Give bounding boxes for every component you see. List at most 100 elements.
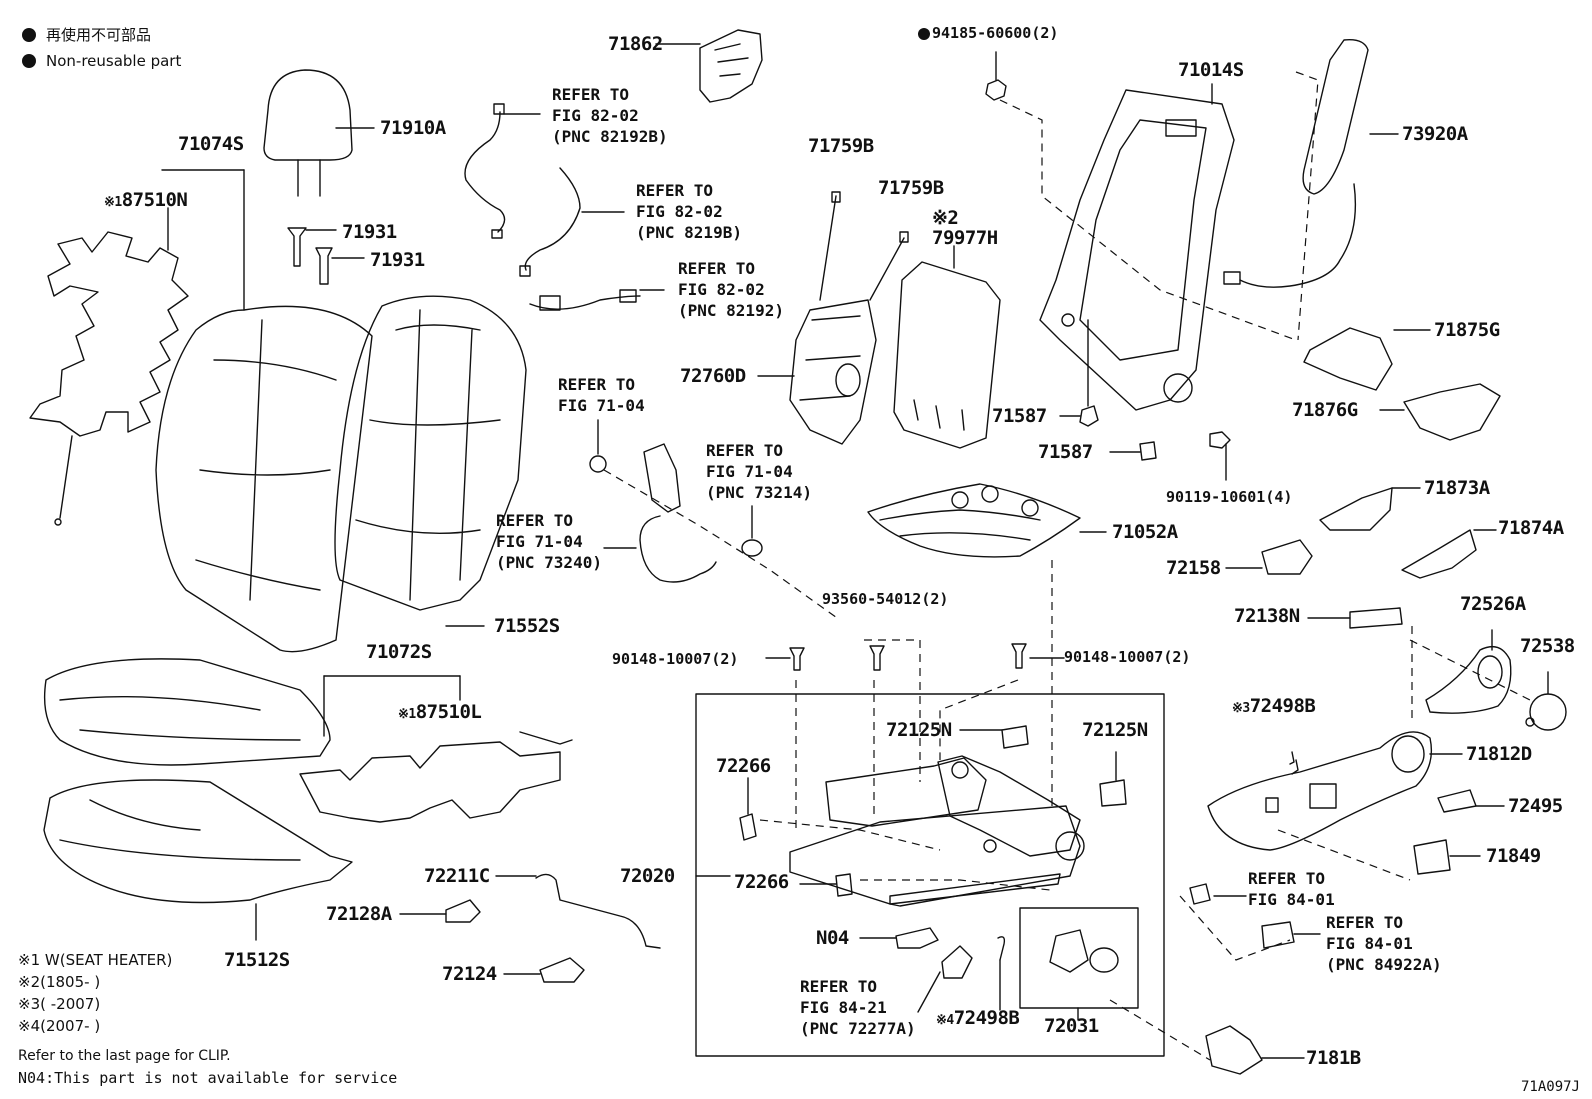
part-72495[interactable]: 72495 — [1508, 795, 1563, 817]
refer-fig-84-21-72277A[interactable]: REFER TO FIG 84-21 (PNC 72277A) — [800, 977, 916, 1038]
seatback-pad-drawing — [334, 295, 527, 627]
part-71849[interactable]: 71849 — [1486, 845, 1541, 867]
cover-71873A-drawing — [1319, 487, 1421, 531]
refer-fig-71-04-73214[interactable]: REFER TO FIG 71-04 (PNC 73214) — [706, 441, 812, 502]
note-clip: Refer to the last page for CLIP. — [18, 1048, 231, 1064]
screws-drawing — [765, 643, 1065, 671]
guide-71931-drawing — [287, 227, 365, 285]
part-71876G[interactable]: 71876G — [1292, 399, 1358, 421]
part-72498B-upper[interactable]: ※372498B — [1232, 695, 1316, 719]
non-reusable-dot-icon — [918, 28, 930, 40]
non-reusable-dot-icon — [22, 28, 36, 42]
part-72031[interactable]: 72031 — [1044, 1015, 1099, 1037]
side-airbag-drawing — [1223, 39, 1399, 288]
harness-82192B-drawing — [464, 103, 541, 239]
cover-71862-drawing — [655, 29, 763, 103]
cover-72495-drawing — [1437, 789, 1505, 813]
part-87510L[interactable]: ※187510L — [398, 702, 482, 725]
part-72125N-right[interactable]: 72125N — [1082, 719, 1148, 741]
part-71862[interactable]: 71862 — [608, 33, 663, 55]
part-72138N[interactable]: 72138N — [1234, 605, 1300, 627]
mark-2: ※2 — [932, 207, 959, 229]
part-71074S[interactable]: 71074S — [178, 133, 244, 155]
hardware-90148-right[interactable]: 90148-10007(2) — [1064, 648, 1191, 666]
part-71759B-right[interactable]: 71759B — [878, 177, 944, 199]
bolt-90119-drawing — [1209, 431, 1231, 481]
part-N04[interactable]: N04 — [816, 927, 849, 949]
part-72526A[interactable]: 72526A — [1460, 593, 1526, 615]
stopper-71587-drawing — [1059, 319, 1157, 461]
part-72020[interactable]: 72020 — [620, 865, 675, 887]
part-73920A[interactable]: 73920A — [1402, 123, 1468, 145]
part-71052A[interactable]: 71052A — [1112, 521, 1178, 543]
cover-72138N-drawing — [1307, 607, 1403, 629]
part-71587-lower[interactable]: 71587 — [1038, 441, 1093, 463]
part-87510N[interactable]: ※187510N — [104, 190, 188, 213]
note-seat-heater: ※1 W(SEAT HEATER) — [18, 951, 173, 969]
hardware-94185[interactable]: 94185-60600(2) — [918, 24, 1058, 42]
part-71759B-left[interactable]: 71759B — [808, 135, 874, 157]
seatback-cover-drawing — [155, 169, 373, 653]
refer-fig-84-01[interactable]: REFER TO FIG 84-01 — [1248, 869, 1335, 909]
cover-71874A-drawing — [1401, 529, 1497, 579]
part-71812D[interactable]: 71812D — [1466, 743, 1532, 765]
mark-3-label: ※3 — [1232, 701, 1250, 716]
part-72498B-lower[interactable]: ※472498B — [936, 1008, 1020, 1031]
part-71875G[interactable]: 71875G — [1434, 319, 1500, 341]
refer-fig-71-04-73240[interactable]: REFER TO FIG 71-04 (PNC 73240) — [496, 511, 602, 572]
seatback-frame-drawing — [1039, 83, 1235, 411]
part-N04-drawing — [859, 927, 939, 949]
mark-1-label: ※1 — [104, 195, 122, 210]
part-72158[interactable]: 72158 — [1166, 557, 1221, 579]
refer-fig-82-02-82192B[interactable]: REFER TO FIG 82-02 (PNC 82192B) — [552, 85, 668, 146]
part-71014S[interactable]: 71014S — [1178, 59, 1244, 81]
legend-japanese: 再使用不可部品 — [22, 24, 151, 46]
hardware-93560[interactable]: 93560-54012(2) — [822, 590, 949, 608]
part-71910A[interactable]: 71910A — [380, 117, 446, 139]
part-72538[interactable]: 72538 — [1520, 635, 1575, 657]
part-72125N-left[interactable]: 72125N — [886, 719, 952, 741]
part-71072S[interactable]: 71072S — [366, 641, 432, 663]
legend-english: Non-reusable part — [22, 50, 181, 72]
buckle-drawing — [589, 419, 763, 583]
hardware-90148-left[interactable]: 90148-10007(2) — [612, 650, 739, 668]
motor-72031-drawing — [1049, 929, 1119, 1021]
cover-72128A-drawing — [399, 899, 481, 923]
part-79977H[interactable]: 79977H — [932, 227, 998, 249]
part-number-label: 72498B — [1249, 695, 1316, 717]
dashed-leaders — [603, 71, 1531, 1061]
cover-71875G-drawing — [1303, 327, 1431, 391]
part-72211C[interactable]: 72211C — [424, 865, 490, 887]
part-72124[interactable]: 72124 — [442, 963, 497, 985]
hardware-90119[interactable]: 90119-10601(4) — [1166, 488, 1293, 506]
part-71587-upper[interactable]: 71587 — [992, 405, 1047, 427]
adjuster-assembly-box — [695, 693, 1165, 1057]
refer-fig-84-01-84922A[interactable]: REFER TO FIG 84-01 (PNC 84922A) — [1326, 913, 1442, 974]
part-71931-upper[interactable]: 71931 — [342, 221, 397, 243]
part-72266-lower[interactable]: 72266 — [734, 871, 789, 893]
part-71873A[interactable]: 71873A — [1424, 477, 1490, 499]
refer-fig-82-02-82192[interactable]: REFER TO FIG 82-02 (PNC 82192) — [678, 259, 784, 320]
note-n04: N04:This part is not available for servi… — [18, 1069, 398, 1087]
part-71552S[interactable]: 71552S — [494, 615, 560, 637]
nut-94185-drawing — [985, 51, 1007, 101]
note-3: ※3( -2007) — [18, 995, 101, 1013]
harness-8219B-drawing — [519, 167, 625, 277]
part-72266-upper[interactable]: 72266 — [716, 755, 771, 777]
refer-fig-71-04[interactable]: REFER TO FIG 71-04 — [558, 375, 645, 415]
part-71874A[interactable]: 71874A — [1498, 517, 1564, 539]
knob-72526A-drawing — [1425, 629, 1512, 714]
part-71512S[interactable]: 71512S — [224, 949, 290, 971]
motor-inset-box — [1019, 907, 1139, 1009]
part-72760D[interactable]: 72760D — [680, 365, 746, 387]
part-72128A[interactable]: 72128A — [326, 903, 392, 925]
heater-mat-cushion-drawing — [299, 731, 573, 823]
bracket-72277A-drawing — [917, 945, 973, 1013]
cover-72158-drawing — [1225, 539, 1313, 575]
mark-4-label: ※4 — [936, 1013, 954, 1028]
part-71931-lower[interactable]: 71931 — [370, 249, 425, 271]
part-7181B[interactable]: 7181B — [1306, 1047, 1361, 1069]
heater-mat-back-drawing — [29, 207, 189, 526]
refer-fig-82-02-8219B[interactable]: REFER TO FIG 82-02 (PNC 8219B) — [636, 181, 742, 242]
